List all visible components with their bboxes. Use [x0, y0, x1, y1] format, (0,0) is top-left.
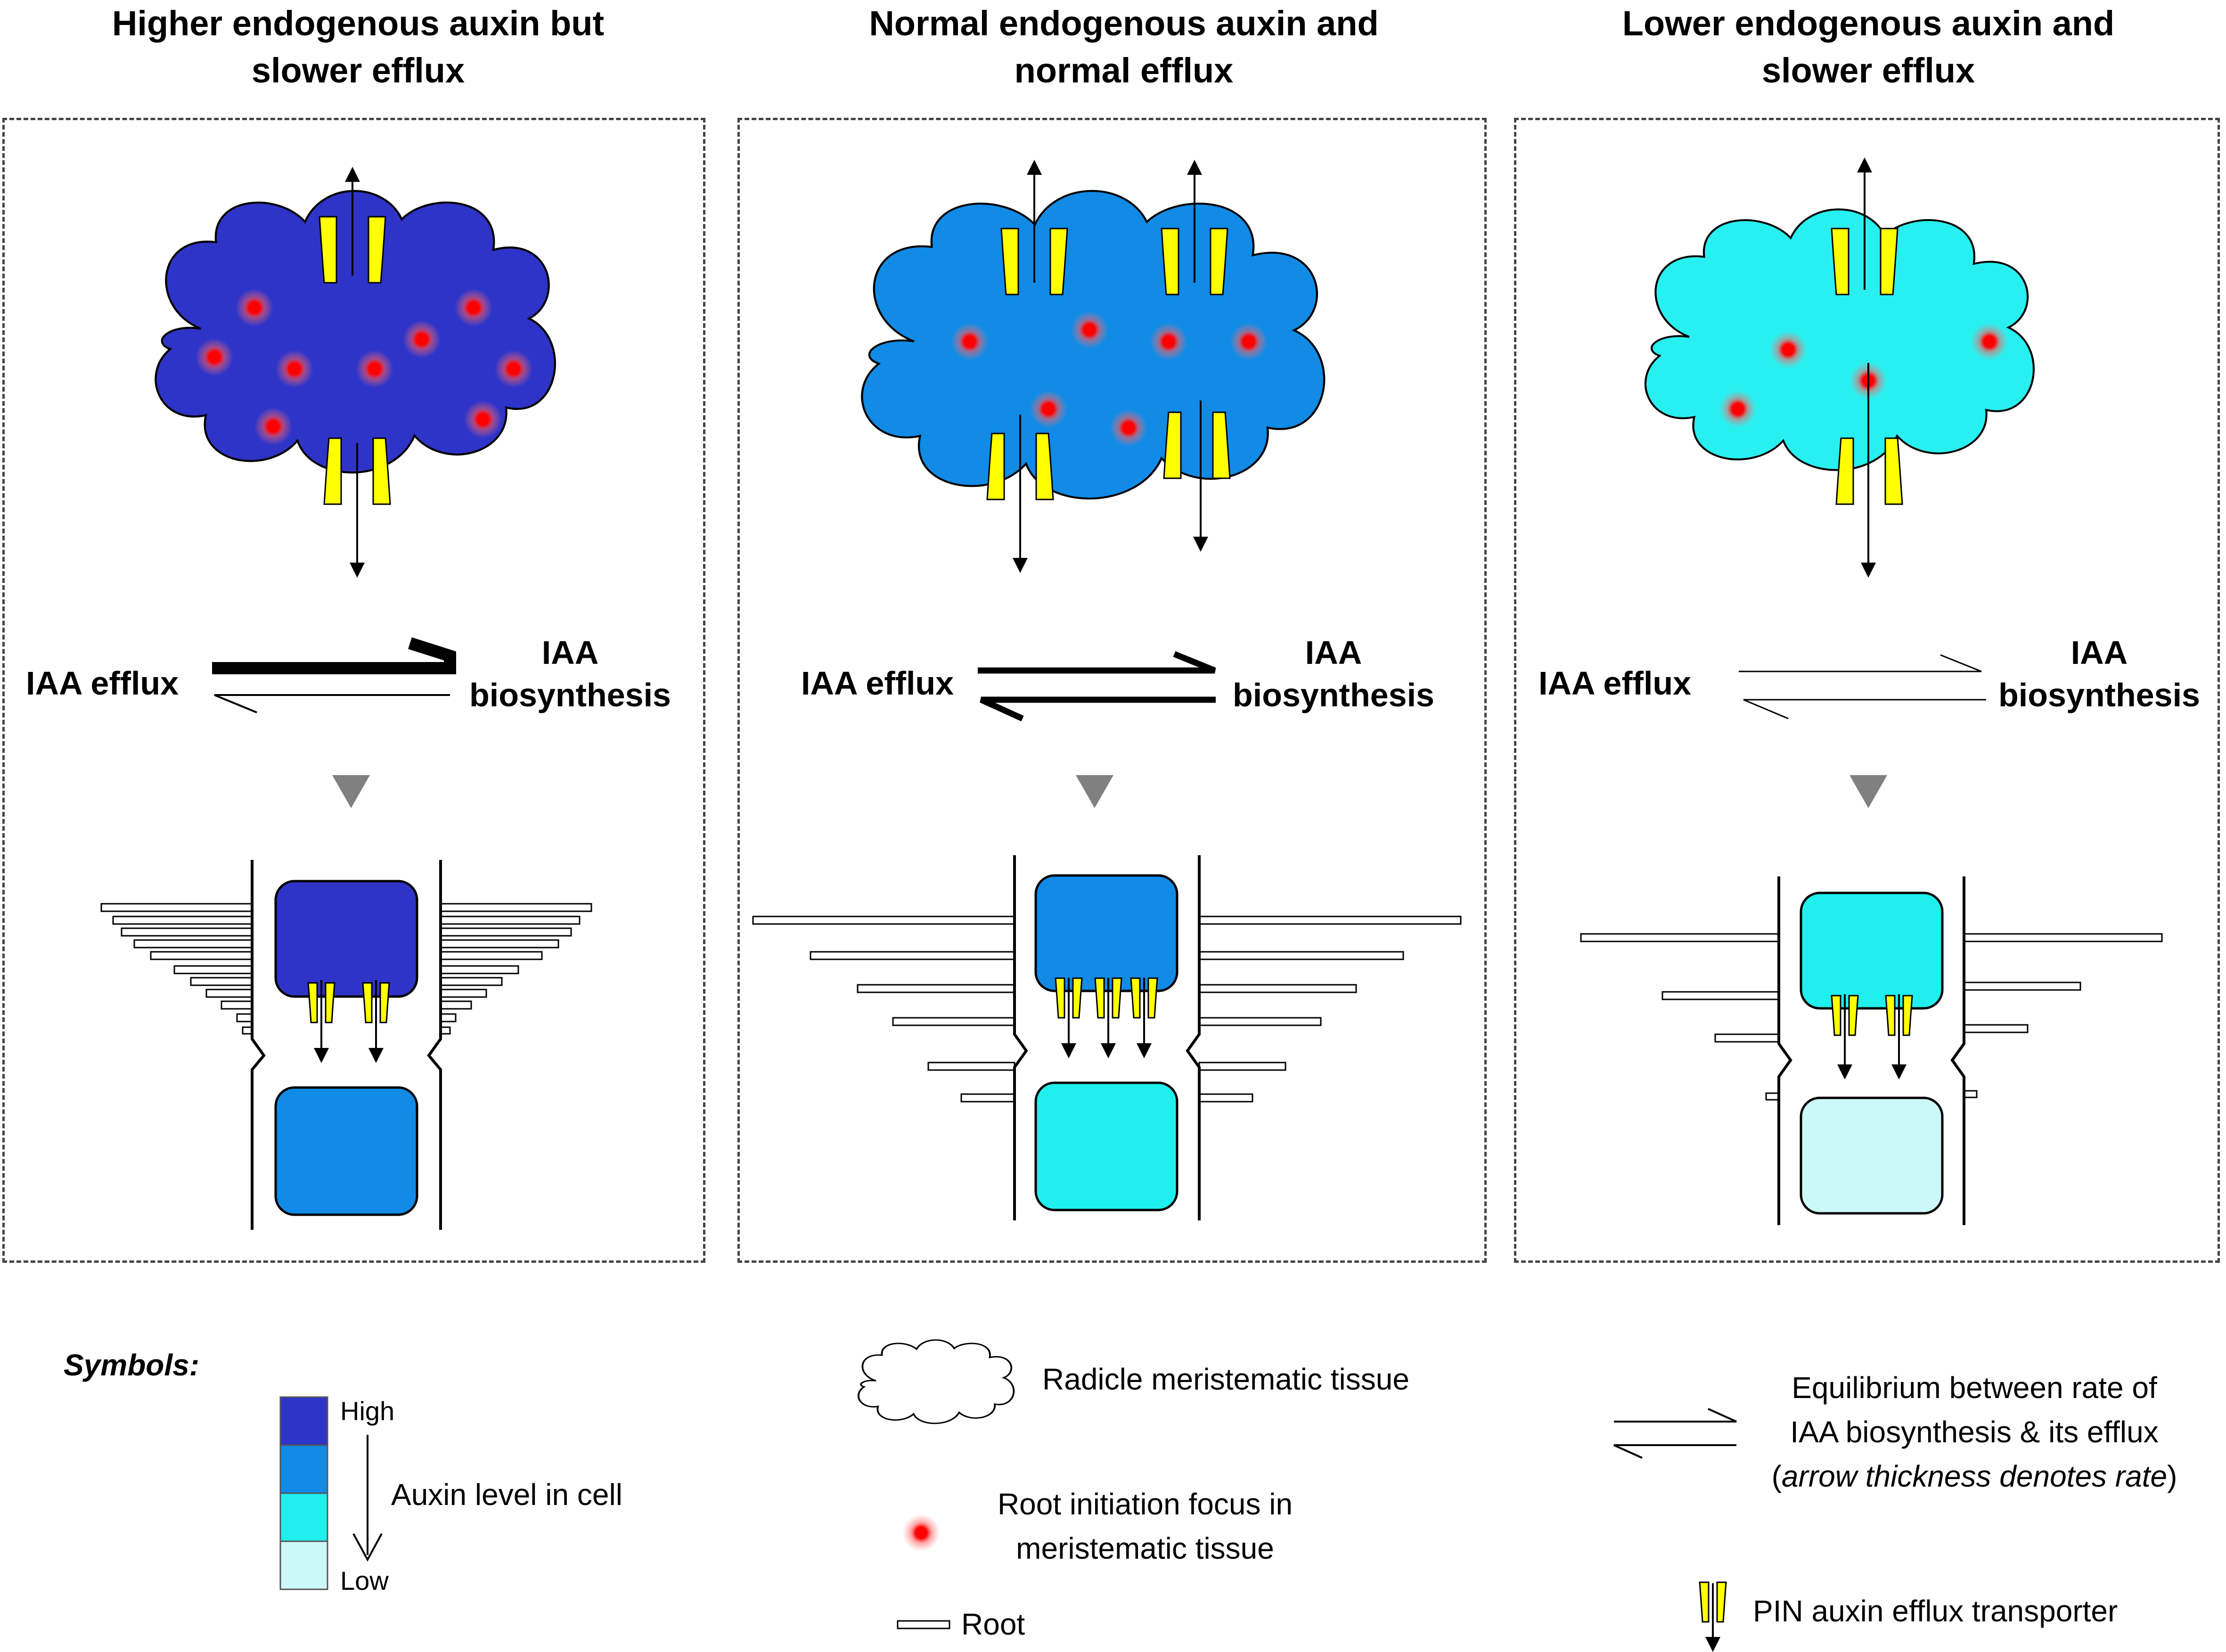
panel-2-title-line2: normal efflux [1014, 51, 1234, 90]
panel-2-lateral-roots-right [1198, 916, 1462, 1103]
legend-low-label: Low [340, 1566, 389, 1595]
panel-2-upper-cell [1034, 874, 1178, 992]
panel-2-biosynthesis-label: IAA biosynthesis [1233, 634, 1434, 713]
legend-root-label: Root [961, 1607, 1025, 1641]
panel-2-frame [737, 118, 1487, 1263]
panel-2-gray-arrow [1076, 775, 1113, 808]
panel-1-lateral-roots-right [440, 903, 592, 1035]
panel-1-gray-arrow [332, 775, 370, 808]
legend-cloud-label: Radicle meristematic tissue [1042, 1362, 1409, 1396]
panel-1-equilibrium-arrows [212, 637, 456, 713]
panel-1-lateral-roots-left [100, 903, 253, 1035]
panel-1-focus-dots [196, 289, 532, 445]
panel-1-title-line2: slower efflux [251, 51, 465, 90]
panel-2-equilibrium-arrows [978, 651, 1216, 721]
panel-3-gray-arrow [1850, 775, 1887, 808]
panel-1-root-diagram [100, 860, 592, 1230]
legend-equilibrium-note: arrow thickness denotes rate [1781, 1459, 2168, 1493]
panel-2-focus-dots [951, 311, 1268, 447]
panel-3-title-line2: slower efflux [1761, 51, 1975, 90]
panel-2-efflux-label: IAA efflux [801, 665, 954, 702]
legend-pin-icon [1699, 1581, 1727, 1652]
legend-cloud-icon [857, 1339, 1015, 1424]
panel-1-frame [2, 118, 705, 1263]
panel-3-lower-cell [1800, 1096, 1944, 1215]
legend-pin-label: PIN auxin efflux transporter [1753, 1594, 2118, 1628]
panel-1-efflux-label: IAA efflux [26, 665, 179, 702]
panel-1-meristem [155, 167, 555, 578]
legend-equilibrium-icon [1613, 1408, 1737, 1459]
panel-2-title-line1: Normal endogenous auxin and [869, 4, 1379, 43]
panel-3-upper-cell [1800, 891, 1944, 1010]
panel-1-title: Higher endogenous auxin but slower efflu… [0, 0, 716, 94]
panel-3-title: Lower endogenous auxin and slower efflux [1515, 0, 2222, 94]
panel-3-equilibrium-arrows [1739, 654, 1986, 720]
panel-3-meristem [1645, 157, 2034, 578]
panel-2-lateral-roots-left [752, 916, 1015, 1103]
panel-2-root-diagram [752, 855, 1462, 1220]
panel-2-meristem [862, 160, 1324, 573]
panel-1-lower-cell [274, 1086, 418, 1216]
panel-1-upper-cell [274, 880, 418, 998]
panel-1-title-line1: Higher endogenous auxin but [112, 4, 605, 43]
legend-root-icon [897, 1620, 950, 1629]
panel-2-lower-cell [1034, 1081, 1178, 1211]
panel-3-lateral-roots-left [1580, 933, 1780, 1101]
legend-symbols-heading: Symbols: [64, 1348, 200, 1382]
panel-3-root-diagram [1580, 876, 2163, 1225]
panel-3-title-line1: Lower endogenous auxin and [1622, 4, 2115, 43]
legend-auxin-scale [279, 1396, 383, 1590]
legend-focus-icon [902, 1514, 940, 1552]
panel-2-title: Normal endogenous auxin and normal efflu… [740, 0, 1508, 94]
panel-3-efflux-label: IAA efflux [1539, 665, 1692, 702]
panel-3-frame [1514, 118, 2220, 1263]
legend-equilibrium-label: Equilibrium between rate of IAA biosynth… [1771, 1371, 2177, 1493]
panel-3-biosynthesis-label: IAA biosynthesis [1998, 634, 2200, 713]
panel-1-biosynthesis-label: IAA biosynthesis [469, 634, 671, 713]
legend-auxin-level-label: Auxin level in cell [391, 1478, 622, 1512]
panel-3-lateral-roots-right [1963, 933, 2163, 1098]
legend-focus-label: Root initiation focus in meristematic ti… [997, 1487, 1293, 1565]
legend-high-label: High [340, 1396, 395, 1426]
panel-3-focus-dots [1719, 323, 2008, 428]
